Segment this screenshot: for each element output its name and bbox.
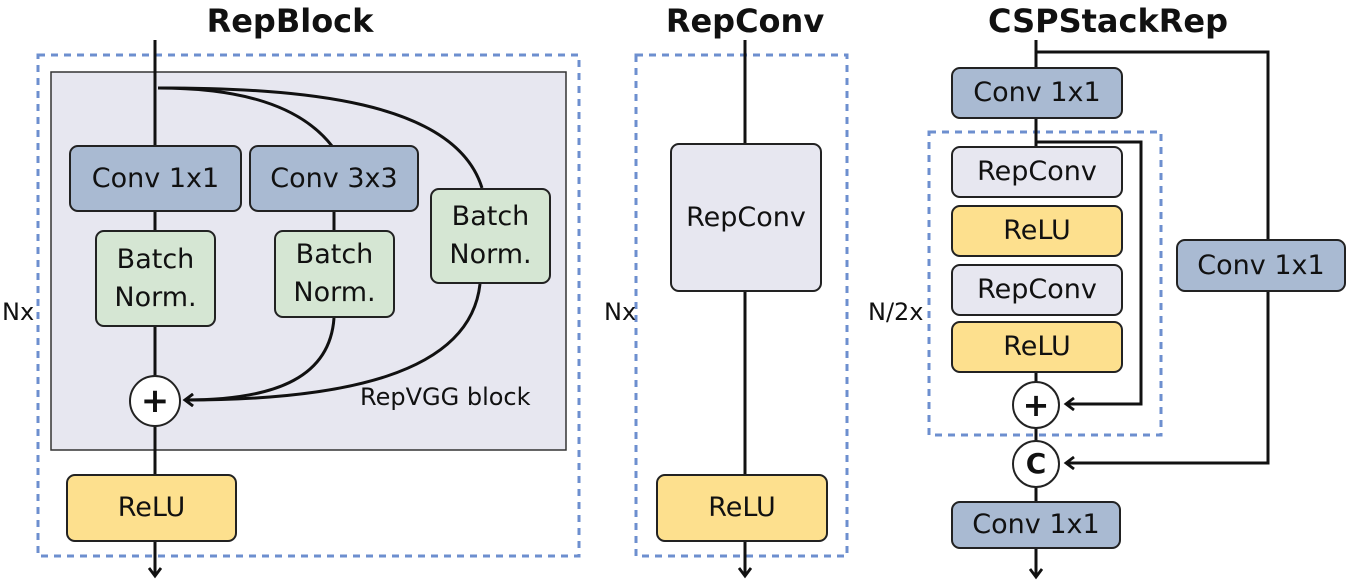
repblock-curve-bn3-add (185, 283, 482, 400)
repblock-repeat-label: Nx (2, 298, 35, 326)
csp-residual-skip (1036, 140, 1143, 404)
repblock-batchnorm-1: Batch Norm. (95, 230, 216, 327)
csp-conv1x1-top: Conv 1x1 (951, 67, 1123, 119)
csp-add-node: + (1012, 381, 1060, 429)
repconv-block: RepConv (670, 143, 822, 292)
repblock-batchnorm-2: Batch Norm. (274, 230, 395, 318)
csp-conv1x1-bottom: Conv 1x1 (951, 501, 1121, 549)
repblock-conv3x3: Conv 3x3 (249, 145, 419, 212)
repconv-title: RepConv (665, 2, 825, 40)
repblock-title: RepBlock (206, 2, 374, 40)
csp-repconv-1: RepConv (951, 146, 1123, 198)
csp-repconv-2: RepConv (951, 264, 1123, 316)
csp-conv1x1-side: Conv 1x1 (1176, 239, 1346, 292)
repconv-repeat-label: Nx (604, 298, 637, 326)
repblock-batchnorm-3: Batch Norm. (430, 188, 551, 284)
csp-relu-1: ReLU (951, 205, 1123, 257)
csp-side-path-bottom (1066, 292, 1270, 463)
csp-relu-2: ReLU (951, 321, 1123, 373)
repconv-dashed-region (634, 53, 849, 558)
cspstackrep-repeat-label: N/2x (868, 298, 924, 326)
cspstackrep-dashed-region (927, 130, 1163, 437)
repblock-dashed-region (36, 53, 581, 558)
repblock-conv1x1: Conv 1x1 (69, 145, 242, 212)
repblock-add-node: + (129, 375, 181, 427)
repconv-relu: ReLU (656, 474, 828, 542)
repblock-relu: ReLU (66, 474, 237, 542)
repvgg-block-label: RepVGG block (360, 383, 531, 411)
csp-concat-node: C (1012, 440, 1060, 488)
repblock-branch-bn3 (157, 86, 484, 189)
csp-side-path-top (1036, 50, 1270, 239)
cspstackrep-title: CSPStackRep (987, 2, 1228, 40)
